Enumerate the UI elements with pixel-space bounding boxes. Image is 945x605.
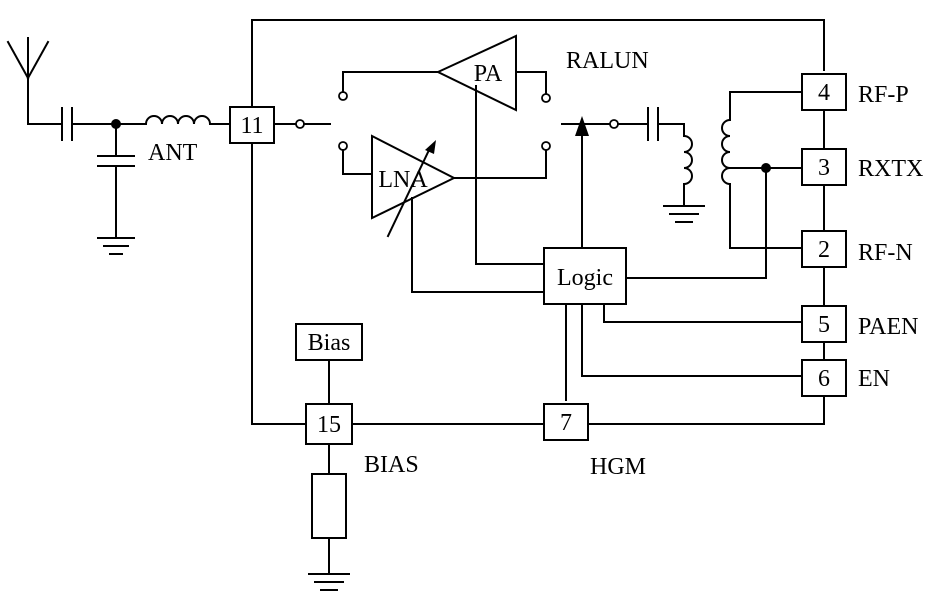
switch-terminal: [541, 141, 551, 151]
rxtx-label: RXTX: [858, 156, 923, 182]
pin-4-label: 4: [818, 80, 830, 106]
logic-block: Logic: [543, 247, 627, 305]
lna-control-wire: [411, 197, 545, 293]
pin-5: 5: [801, 305, 847, 343]
resistor-icon: [311, 473, 347, 539]
switch-icon: [561, 119, 647, 129]
pin-2: 2: [801, 230, 847, 268]
bias-block-label: Bias: [308, 330, 351, 356]
lna-label: LNA: [378, 167, 428, 193]
switch-icon: [273, 91, 348, 151]
paen-label: PAEN: [858, 314, 918, 340]
pin-3-label: 3: [818, 155, 830, 181]
hgm-label: HGM: [590, 454, 646, 480]
inductor-icon: [144, 115, 231, 126]
pa-control-wire: [475, 85, 545, 265]
bias-label: BIAS: [364, 452, 419, 478]
pin-11: 11: [229, 106, 275, 144]
pin-2-label: 2: [818, 237, 830, 263]
ant-label: ANT: [148, 140, 198, 166]
pa-output-wire: [515, 71, 547, 95]
pin-7: 7: [543, 403, 589, 441]
bias-block: Bias: [295, 323, 363, 361]
rf-n-label: RF-N: [858, 240, 913, 266]
ground-icon: [663, 205, 705, 223]
logic-label: Logic: [557, 265, 613, 291]
ground-icon: [97, 237, 135, 255]
pin-6: 6: [801, 359, 847, 397]
transformer-icon: [721, 91, 803, 249]
pin-3: 3: [801, 148, 847, 186]
pin-4: 4: [801, 73, 847, 111]
pin-15-label: 15: [317, 412, 341, 438]
pa-label: PA: [474, 61, 503, 87]
inductor-icon: [682, 134, 693, 207]
pin-15: 15: [305, 403, 353, 445]
switch-terminal: [541, 93, 551, 103]
lna-input-wire: [342, 149, 373, 175]
capacitor-icon: [97, 123, 135, 237]
antenna-icon: [6, 37, 61, 125]
ground-icon: [308, 573, 350, 591]
pin-7-label: 7: [560, 410, 572, 436]
logic-to-switch-arrow: [575, 116, 589, 249]
rf-p-label: RF-P: [858, 82, 909, 108]
pa-input-wire: [342, 71, 439, 93]
amplifier-icon: LNA: [371, 134, 457, 238]
lna-output-wire: [453, 149, 547, 179]
logic-to-rxtx-wire: [625, 167, 767, 279]
en-label: EN: [858, 366, 890, 392]
pin-11-label: 11: [240, 113, 263, 139]
paen-wire: [603, 303, 803, 323]
capacitor-icon: [61, 107, 147, 141]
pin-6-label: 6: [818, 366, 830, 392]
capacitor-icon: [647, 107, 685, 141]
chip-outline: [251, 19, 825, 425]
ralun-label: RALUN: [566, 48, 649, 74]
en-wire: [581, 303, 803, 377]
pin-5-label: 5: [818, 312, 830, 338]
